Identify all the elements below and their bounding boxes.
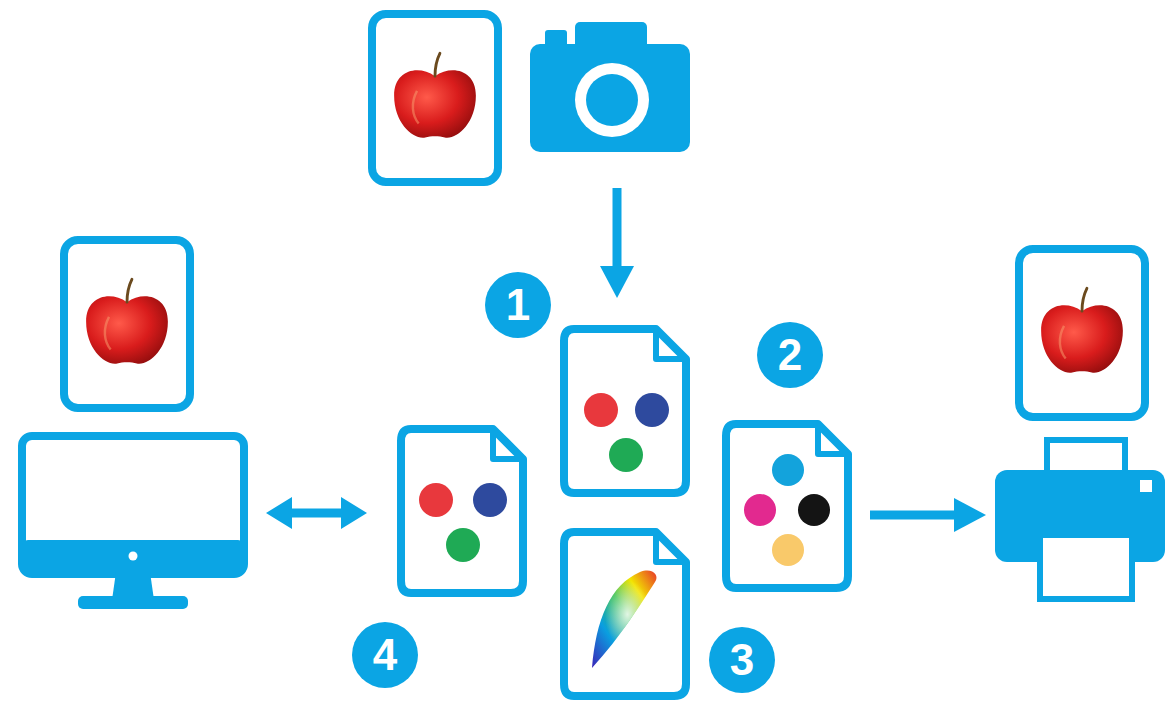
callout-number: 2 xyxy=(757,322,823,388)
callout-number: 4 xyxy=(352,622,418,688)
callout-number: 3 xyxy=(709,627,775,693)
callout-number: 1 xyxy=(485,272,551,338)
